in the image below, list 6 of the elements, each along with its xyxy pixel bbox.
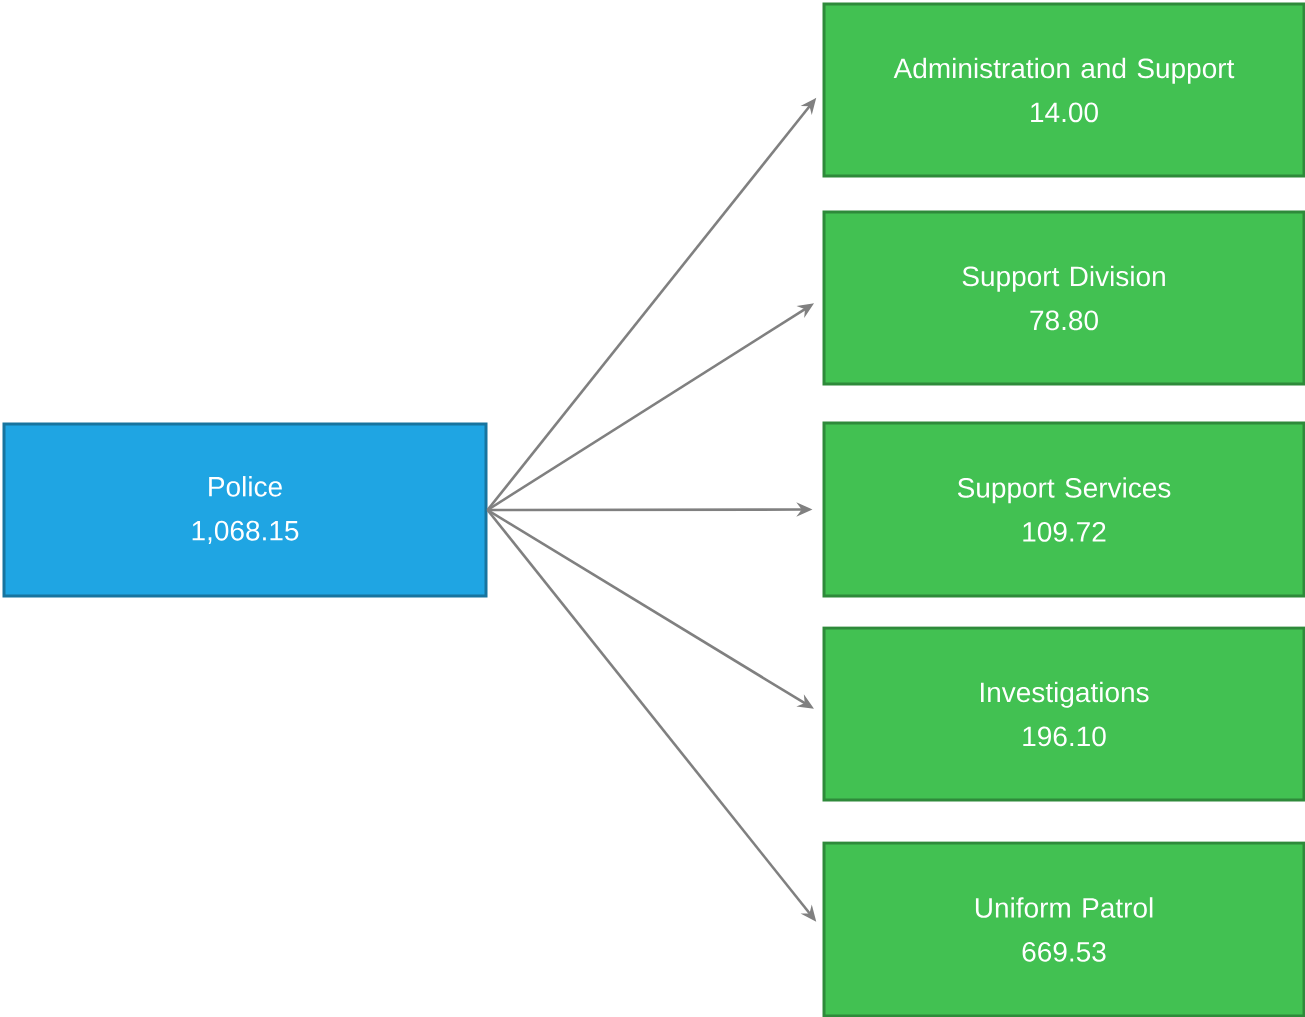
process-box: Investigations 196.10	[822, 626, 1305, 802]
process-box: Uniform Patrol 669.53	[822, 841, 1305, 1017]
process-box: Police 1,068.15	[2, 422, 488, 598]
process-box: Support Services 109.72	[822, 421, 1305, 598]
process-box: Administration and Support 14.00	[822, 2, 1305, 178]
process-box: Support Division 78.80	[822, 210, 1305, 386]
